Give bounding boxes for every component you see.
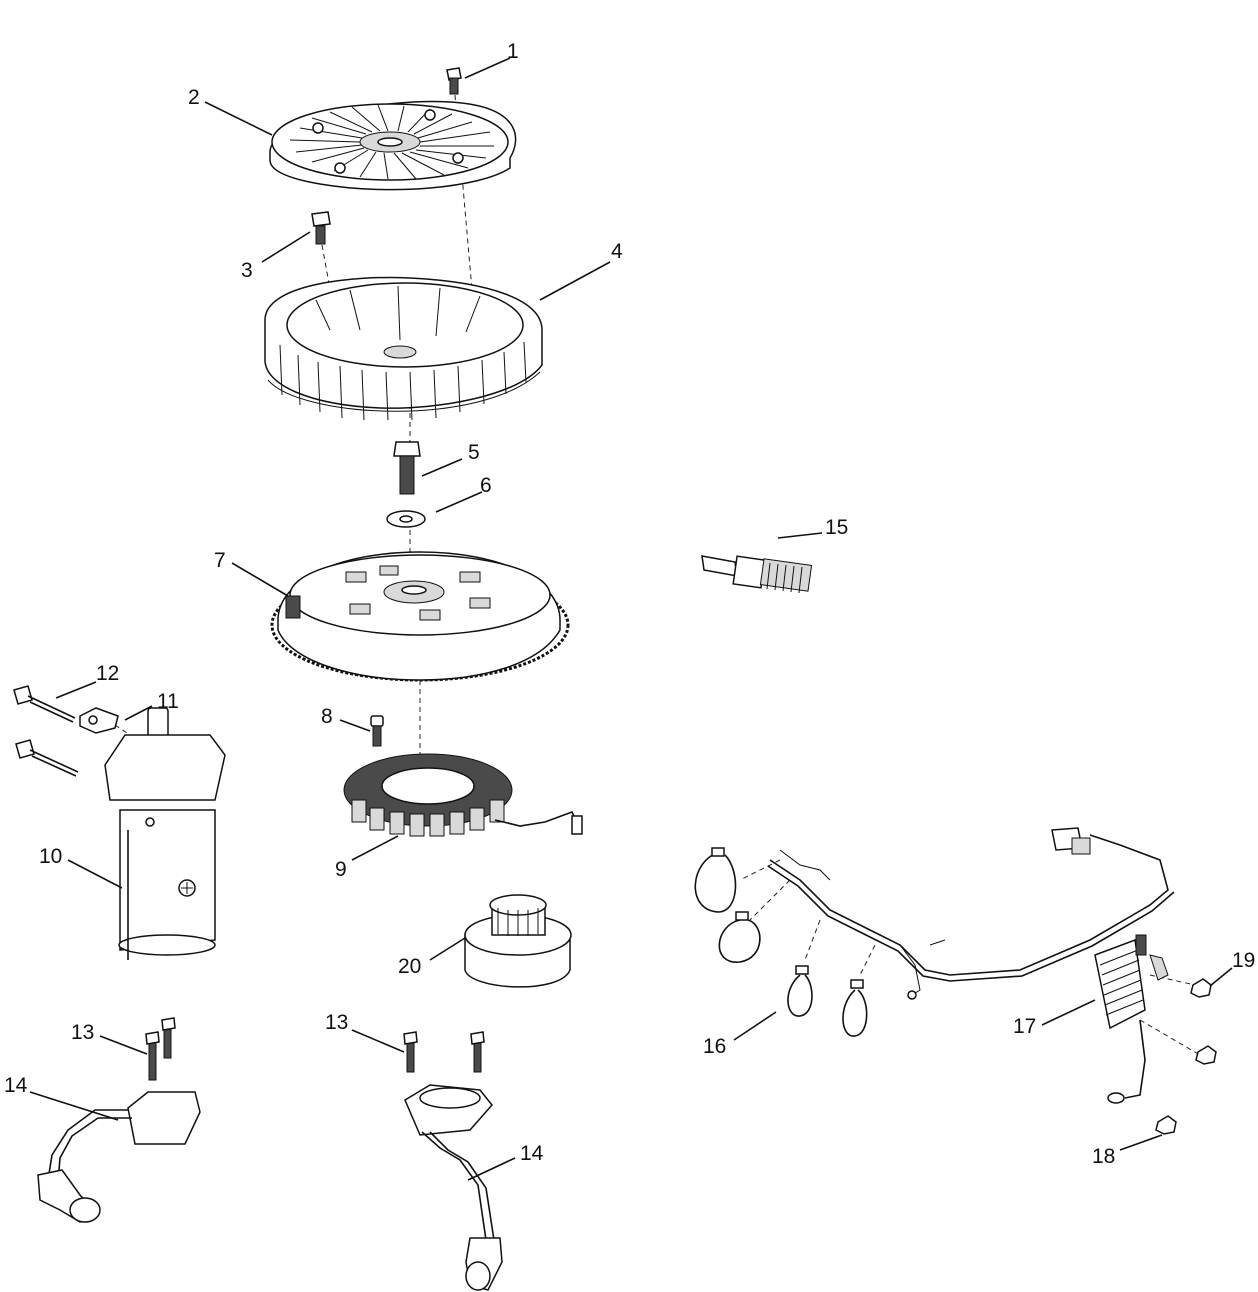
callout-labels: 1 2 3 4 5 6 7 8 9 10 11 12 13 13 14 14 1… <box>4 40 1255 1168</box>
stator-part-9 <box>343 753 583 837</box>
callout-16: 16 <box>703 1035 726 1058</box>
callout-6: 6 <box>480 474 492 497</box>
callout-8: 8 <box>321 705 333 728</box>
bracket-part-11 <box>79 707 119 734</box>
starter-motor-part-10 <box>104 707 226 960</box>
bolt-part-3 <box>311 211 331 245</box>
ignition-coil-center <box>403 1031 503 1291</box>
voltage-regulator-part-17 <box>1094 934 1169 1104</box>
screw-part-8 <box>370 715 384 747</box>
callout-17: 17 <box>1013 1015 1036 1038</box>
callout-3: 3 <box>241 259 253 282</box>
callout-10: 10 <box>39 845 62 868</box>
nut-part-18 <box>1155 1115 1177 1135</box>
assembly-axis-lines <box>99 94 1201 1056</box>
washer-part-6 <box>386 510 426 528</box>
fan-screen-part-2 <box>269 100 517 191</box>
callout-13-left: 13 <box>71 1021 94 1044</box>
callout-14-left: 14 <box>4 1074 28 1097</box>
callout-9: 9 <box>335 858 347 881</box>
bolt-part-1 <box>446 67 462 95</box>
nuts-part-19 <box>1190 978 1217 1065</box>
wiring-harness-part-16 <box>694 827 1175 1037</box>
callout-15: 15 <box>825 516 848 539</box>
callout-14-center: 14 <box>520 1142 544 1165</box>
callout-2: 2 <box>188 86 200 109</box>
callout-11: 11 <box>157 690 179 713</box>
callout-5: 5 <box>468 441 480 464</box>
cooling-fan-part-4 <box>264 276 543 421</box>
callout-20: 20 <box>398 955 421 978</box>
spark-plug-part-15 <box>701 555 813 594</box>
callout-leaders <box>29 57 1233 1181</box>
ignition-coil-left <box>37 1017 201 1223</box>
pinion-gear-part-20 <box>464 894 572 988</box>
callout-19: 19 <box>1232 949 1255 972</box>
callout-18: 18 <box>1092 1145 1115 1168</box>
long-bolts-part-12 <box>13 685 79 777</box>
flywheel-part-7 <box>270 551 570 682</box>
callout-13-center: 13 <box>325 1011 348 1034</box>
callout-7: 7 <box>214 549 226 572</box>
flywheel-bolt-part-5 <box>393 441 421 495</box>
callout-4: 4 <box>611 240 623 263</box>
callout-12: 12 <box>96 662 119 685</box>
callout-1: 1 <box>507 40 519 63</box>
